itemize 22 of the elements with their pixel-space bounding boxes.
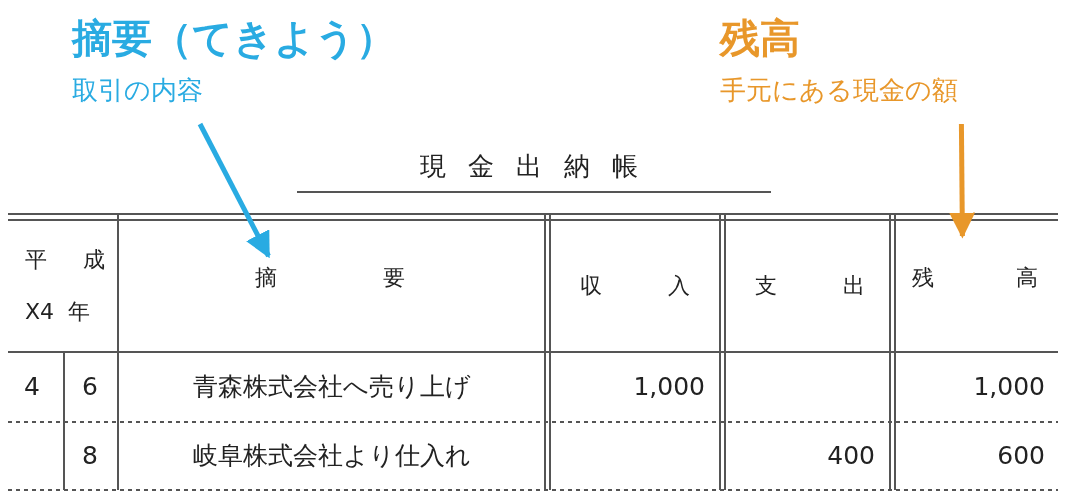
callout-description: 手元にある現金の額	[720, 74, 958, 107]
arrow	[197, 122, 271, 259]
table-cell-text: 6	[81, 371, 99, 403]
column-header: 残 高	[912, 264, 1038, 292]
table-cell-text: 8	[81, 440, 99, 472]
table-cell-text: 600	[996, 440, 1045, 472]
table-cell-text: 青森株式会社へ売り上げ	[191, 371, 472, 403]
table-title: 現金出納帳	[420, 150, 646, 182]
column-header: 収 入	[580, 272, 690, 300]
column-header: 摘 要	[255, 264, 405, 292]
table-cell-text: 1,000	[632, 371, 705, 403]
column-header: 平 成	[25, 246, 105, 274]
table-cell-text: 4	[23, 371, 41, 403]
arrow	[949, 123, 976, 239]
column-header: X4 年	[25, 298, 90, 326]
callout-heading: 残高	[720, 14, 800, 63]
callout-heading: 摘要（てきよう）	[72, 14, 396, 63]
table-cell-text: 1,000	[972, 371, 1045, 403]
table-cell-text: 岐阜株式会社より仕入れ	[191, 440, 472, 472]
table-cell-text: 400	[826, 440, 875, 472]
callout-description: 取引の内容	[72, 74, 203, 107]
column-header: 支 出	[755, 272, 865, 300]
